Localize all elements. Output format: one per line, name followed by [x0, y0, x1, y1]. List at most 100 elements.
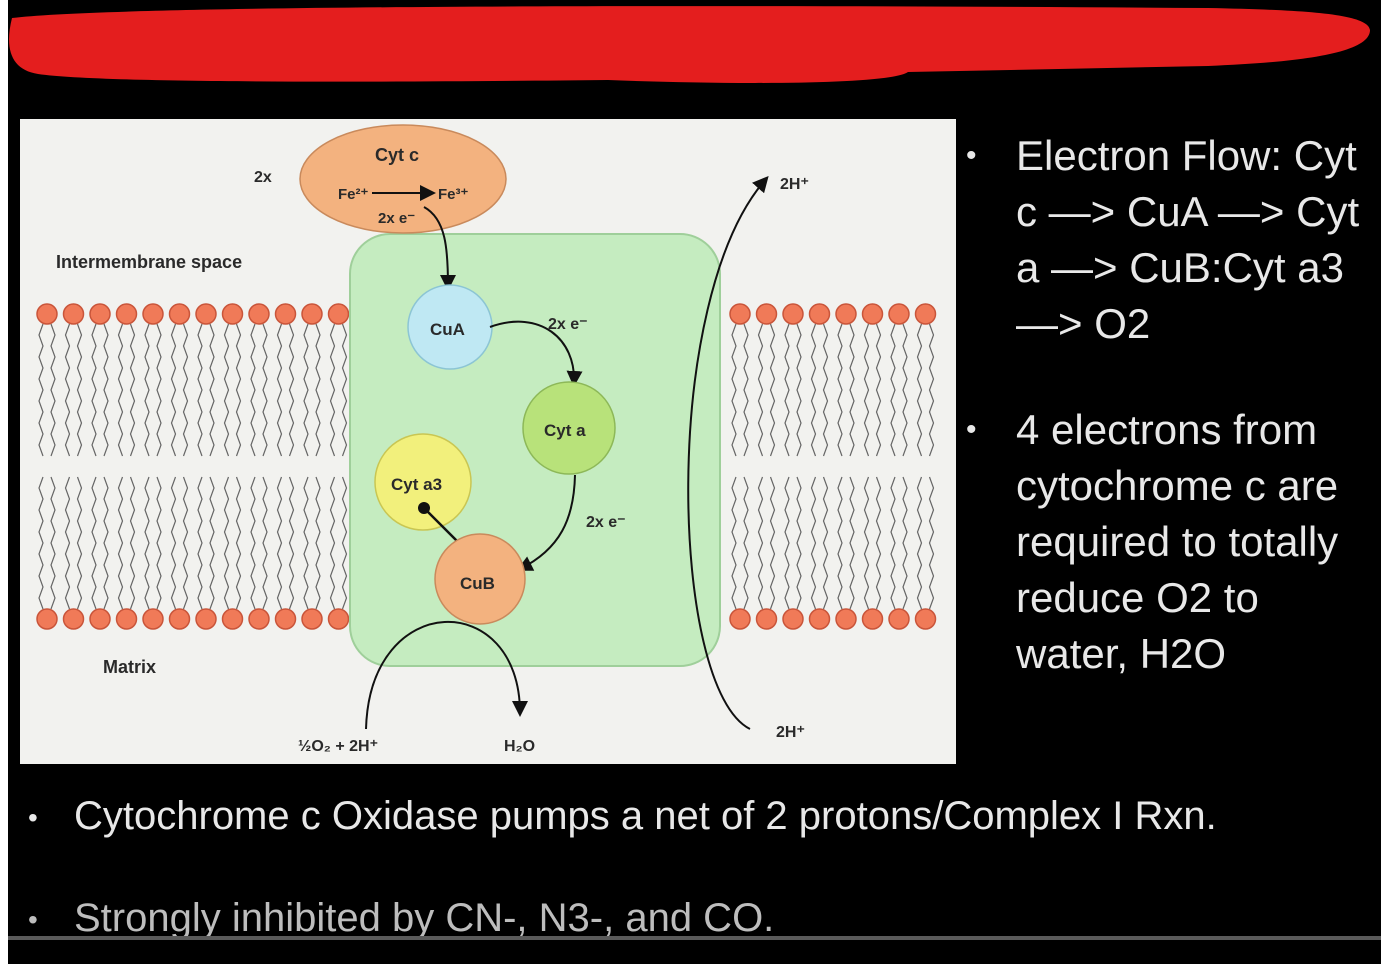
lipid-tail: [250, 476, 256, 610]
lipid-head: [115, 608, 138, 630]
lipid-tail: [731, 476, 737, 610]
two-x-label: 2x: [254, 169, 272, 186]
lipid-tail: [849, 323, 855, 457]
lipid-head: [755, 608, 778, 630]
lipid-tail: [757, 323, 764, 457]
lipid-tail: [928, 476, 935, 610]
bullet-dot: •: [966, 413, 977, 446]
lipid-head: [274, 608, 297, 630]
lipid-tail: [64, 323, 71, 457]
lipid-tail: [38, 323, 44, 457]
lipid-tail: [837, 476, 843, 610]
cytochrome-oxidase-diagram: Cyt c Fe²⁺ Fe³⁺ 2x 2x e⁻ Intermembrane s…: [20, 119, 956, 764]
lipid-tail: [156, 476, 162, 610]
lipid-tail: [129, 323, 136, 457]
lipid-tail: [91, 323, 97, 457]
lipid-head: [62, 608, 85, 630]
lipid-tail: [182, 476, 189, 610]
matrix-label: Matrix: [103, 657, 156, 677]
lipid-tail: [262, 476, 268, 610]
intermembrane-label: Intermembrane space: [56, 252, 242, 272]
cua-to-cyt-a-arrow: [489, 320, 583, 387]
lipid-tail: [784, 323, 790, 457]
h2o-product-label: H₂O: [504, 738, 535, 755]
cub-circle: [434, 533, 526, 625]
lipid-tail: [156, 323, 162, 457]
lipid-tail: [103, 476, 109, 610]
lipid-head: [221, 303, 244, 325]
lipid-tail: [235, 323, 242, 457]
bullet-dot: •: [28, 904, 38, 935]
lipid-head: [168, 303, 191, 325]
lipid-tail: [928, 323, 935, 457]
lipid-head: [914, 303, 937, 325]
lipid-head: [914, 608, 937, 630]
lipid-tail: [197, 476, 203, 610]
lipid-tail: [769, 476, 776, 610]
lipid-tail: [50, 476, 56, 610]
lipid-tail: [315, 323, 321, 457]
diagram-svg: Cyt c Fe²⁺ Fe³⁺ 2x 2x e⁻ Intermembrane s…: [36, 124, 937, 755]
lipid-tail: [916, 476, 923, 610]
lipid-tail: [731, 323, 737, 457]
bullet-four-electrons: • 4 electrons from cytochrome c are requ…: [966, 402, 1376, 682]
lipid-head: [782, 303, 804, 325]
slide: Cyt c Fe²⁺ Fe³⁺ 2x 2x e⁻ Intermembrane s…: [8, 0, 1381, 964]
fe3-label: Fe³⁺: [438, 186, 469, 203]
lipid-head: [301, 303, 323, 325]
lipid-tail: [91, 476, 97, 610]
cyt-a3-circle: [374, 433, 472, 531]
lipid-tail: [837, 323, 843, 457]
video-progress-bar[interactable]: [8, 936, 1381, 940]
bullet-electron-flow-text: Electron Flow: Cyt c —> CuA —> Cyt a —> …: [1016, 132, 1360, 347]
lipid-tail: [209, 323, 215, 457]
cyt-a-label: Cyt a: [544, 421, 586, 440]
bullet-electron-flow: • Electron Flow: Cyt c —> CuA —> Cyt a —…: [966, 128, 1376, 352]
lipid-tail: [875, 323, 882, 457]
bullet-four-electrons-text: 4 electrons from cytochrome c are requir…: [1016, 406, 1339, 677]
lipid-tail: [902, 323, 908, 457]
lipid-head: [274, 303, 297, 325]
lipid-tail: [170, 476, 177, 610]
e-label-1: 2x e⁻: [548, 316, 588, 333]
cub-label: CuB: [460, 574, 495, 593]
lipid-tail: [276, 323, 283, 457]
lipid-tail: [144, 323, 150, 457]
lipid-tail: [250, 323, 256, 457]
lipid-head: [195, 608, 217, 630]
lipid-head: [248, 303, 270, 325]
lipid-tail: [341, 476, 348, 610]
two-h-top-label: 2H⁺: [780, 176, 809, 193]
lipid-head: [115, 303, 138, 325]
bullet-proton-pump: • Cytochrome c Oxidase pumps a net of 2 …: [28, 794, 1217, 842]
e-label-2: 2x e⁻: [586, 514, 626, 531]
lipid-head: [221, 608, 244, 630]
lipid-head: [729, 608, 751, 630]
lipid-head: [301, 608, 323, 630]
lipid-tail: [810, 476, 817, 610]
lipid-head: [808, 608, 831, 630]
lipid-head: [62, 303, 85, 325]
lipid-head: [861, 303, 884, 325]
lipid-head: [89, 303, 111, 325]
lipid-tail: [743, 476, 749, 610]
lipid-tail: [757, 476, 764, 610]
lipid-tail: [303, 323, 309, 457]
cua-label: CuA: [430, 320, 465, 339]
membrane-right: [729, 303, 937, 630]
lipid-tail: [849, 476, 855, 610]
lipid-tail: [329, 323, 336, 457]
fe2-label: Fe²⁺: [338, 186, 369, 203]
lipid-tail: [863, 476, 870, 610]
lipid-tail: [129, 476, 136, 610]
lipid-head: [248, 608, 270, 630]
two-x-e-top-label: 2x e⁻: [378, 210, 415, 227]
lipid-tail: [769, 323, 776, 457]
lipid-tail: [276, 476, 283, 610]
lipid-tail: [796, 323, 802, 457]
bullet-proton-pump-text: Cytochrome c Oxidase pumps a net of 2 pr…: [74, 794, 1217, 838]
lipid-tail: [117, 323, 124, 457]
lipid-tail: [890, 476, 896, 610]
lipid-tail: [197, 323, 203, 457]
lipid-head: [888, 608, 910, 630]
